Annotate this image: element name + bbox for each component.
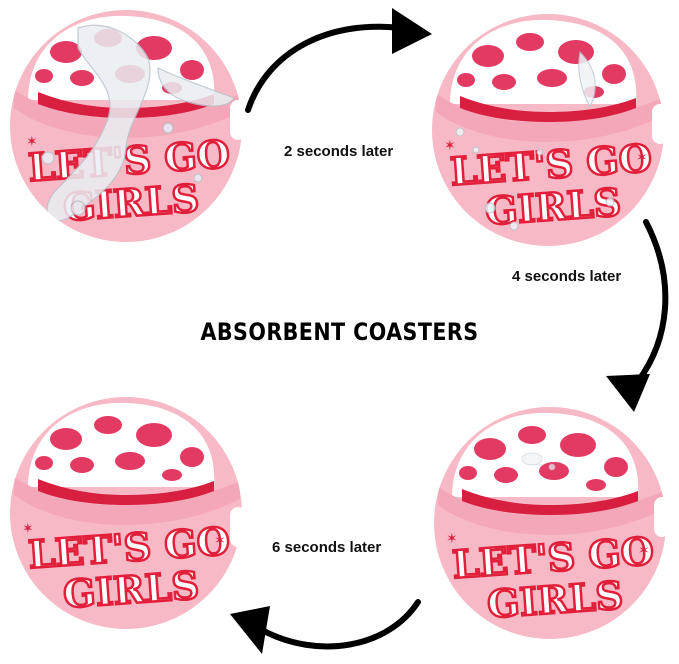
coaster-step-3: LET'S GO GIRLS ✶ ✶: [8, 395, 244, 631]
arrowhead-right: [606, 374, 650, 412]
coaster-step-1: LET'S GO GIRLS ✶ ✶: [430, 12, 666, 248]
caption-step-3: 6 seconds later: [272, 539, 382, 556]
svg-text:✶: ✶: [444, 138, 456, 154]
coaster-text-line1: LET'S GO: [27, 131, 231, 190]
coaster-graphic: LET'S GO GIRLS ✶: [10, 10, 244, 242]
svg-text:✶: ✶: [636, 150, 648, 166]
svg-text:✶: ✶: [446, 531, 458, 547]
coaster-graphic: LET'S GO GIRLS ✶ ✶: [434, 407, 668, 639]
caption-step-1: 2 seconds later: [284, 143, 394, 160]
arrowhead-top: [392, 8, 432, 54]
coaster-graphic: LET'S GO GIRLS ✶ ✶: [10, 397, 244, 629]
coaster-step-2: LET'S GO GIRLS ✶ ✶: [432, 405, 668, 641]
arrow-right: [633, 219, 669, 387]
coaster-step-0: LET'S GO GIRLS ✶: [8, 8, 244, 244]
svg-text:✶: ✶: [26, 134, 38, 150]
coaster-text-line2: GIRLS: [484, 179, 623, 233]
caption-step-2: 4 seconds later: [512, 268, 622, 285]
arrow-top: [245, 23, 403, 113]
coaster-text-line2: GIRLS: [486, 572, 625, 626]
arrowhead-bottom: [230, 606, 270, 654]
svg-text:✶: ✶: [214, 533, 226, 549]
arrow-bottom: [259, 599, 421, 650]
coaster-text-line2: GIRLS: [62, 562, 201, 616]
page-title: ABSORBENT COASTERS: [200, 318, 479, 346]
coaster-graphic: LET'S GO GIRLS ✶ ✶: [432, 14, 666, 246]
svg-text:✶: ✶: [638, 543, 650, 559]
svg-text:✶: ✶: [22, 521, 34, 537]
